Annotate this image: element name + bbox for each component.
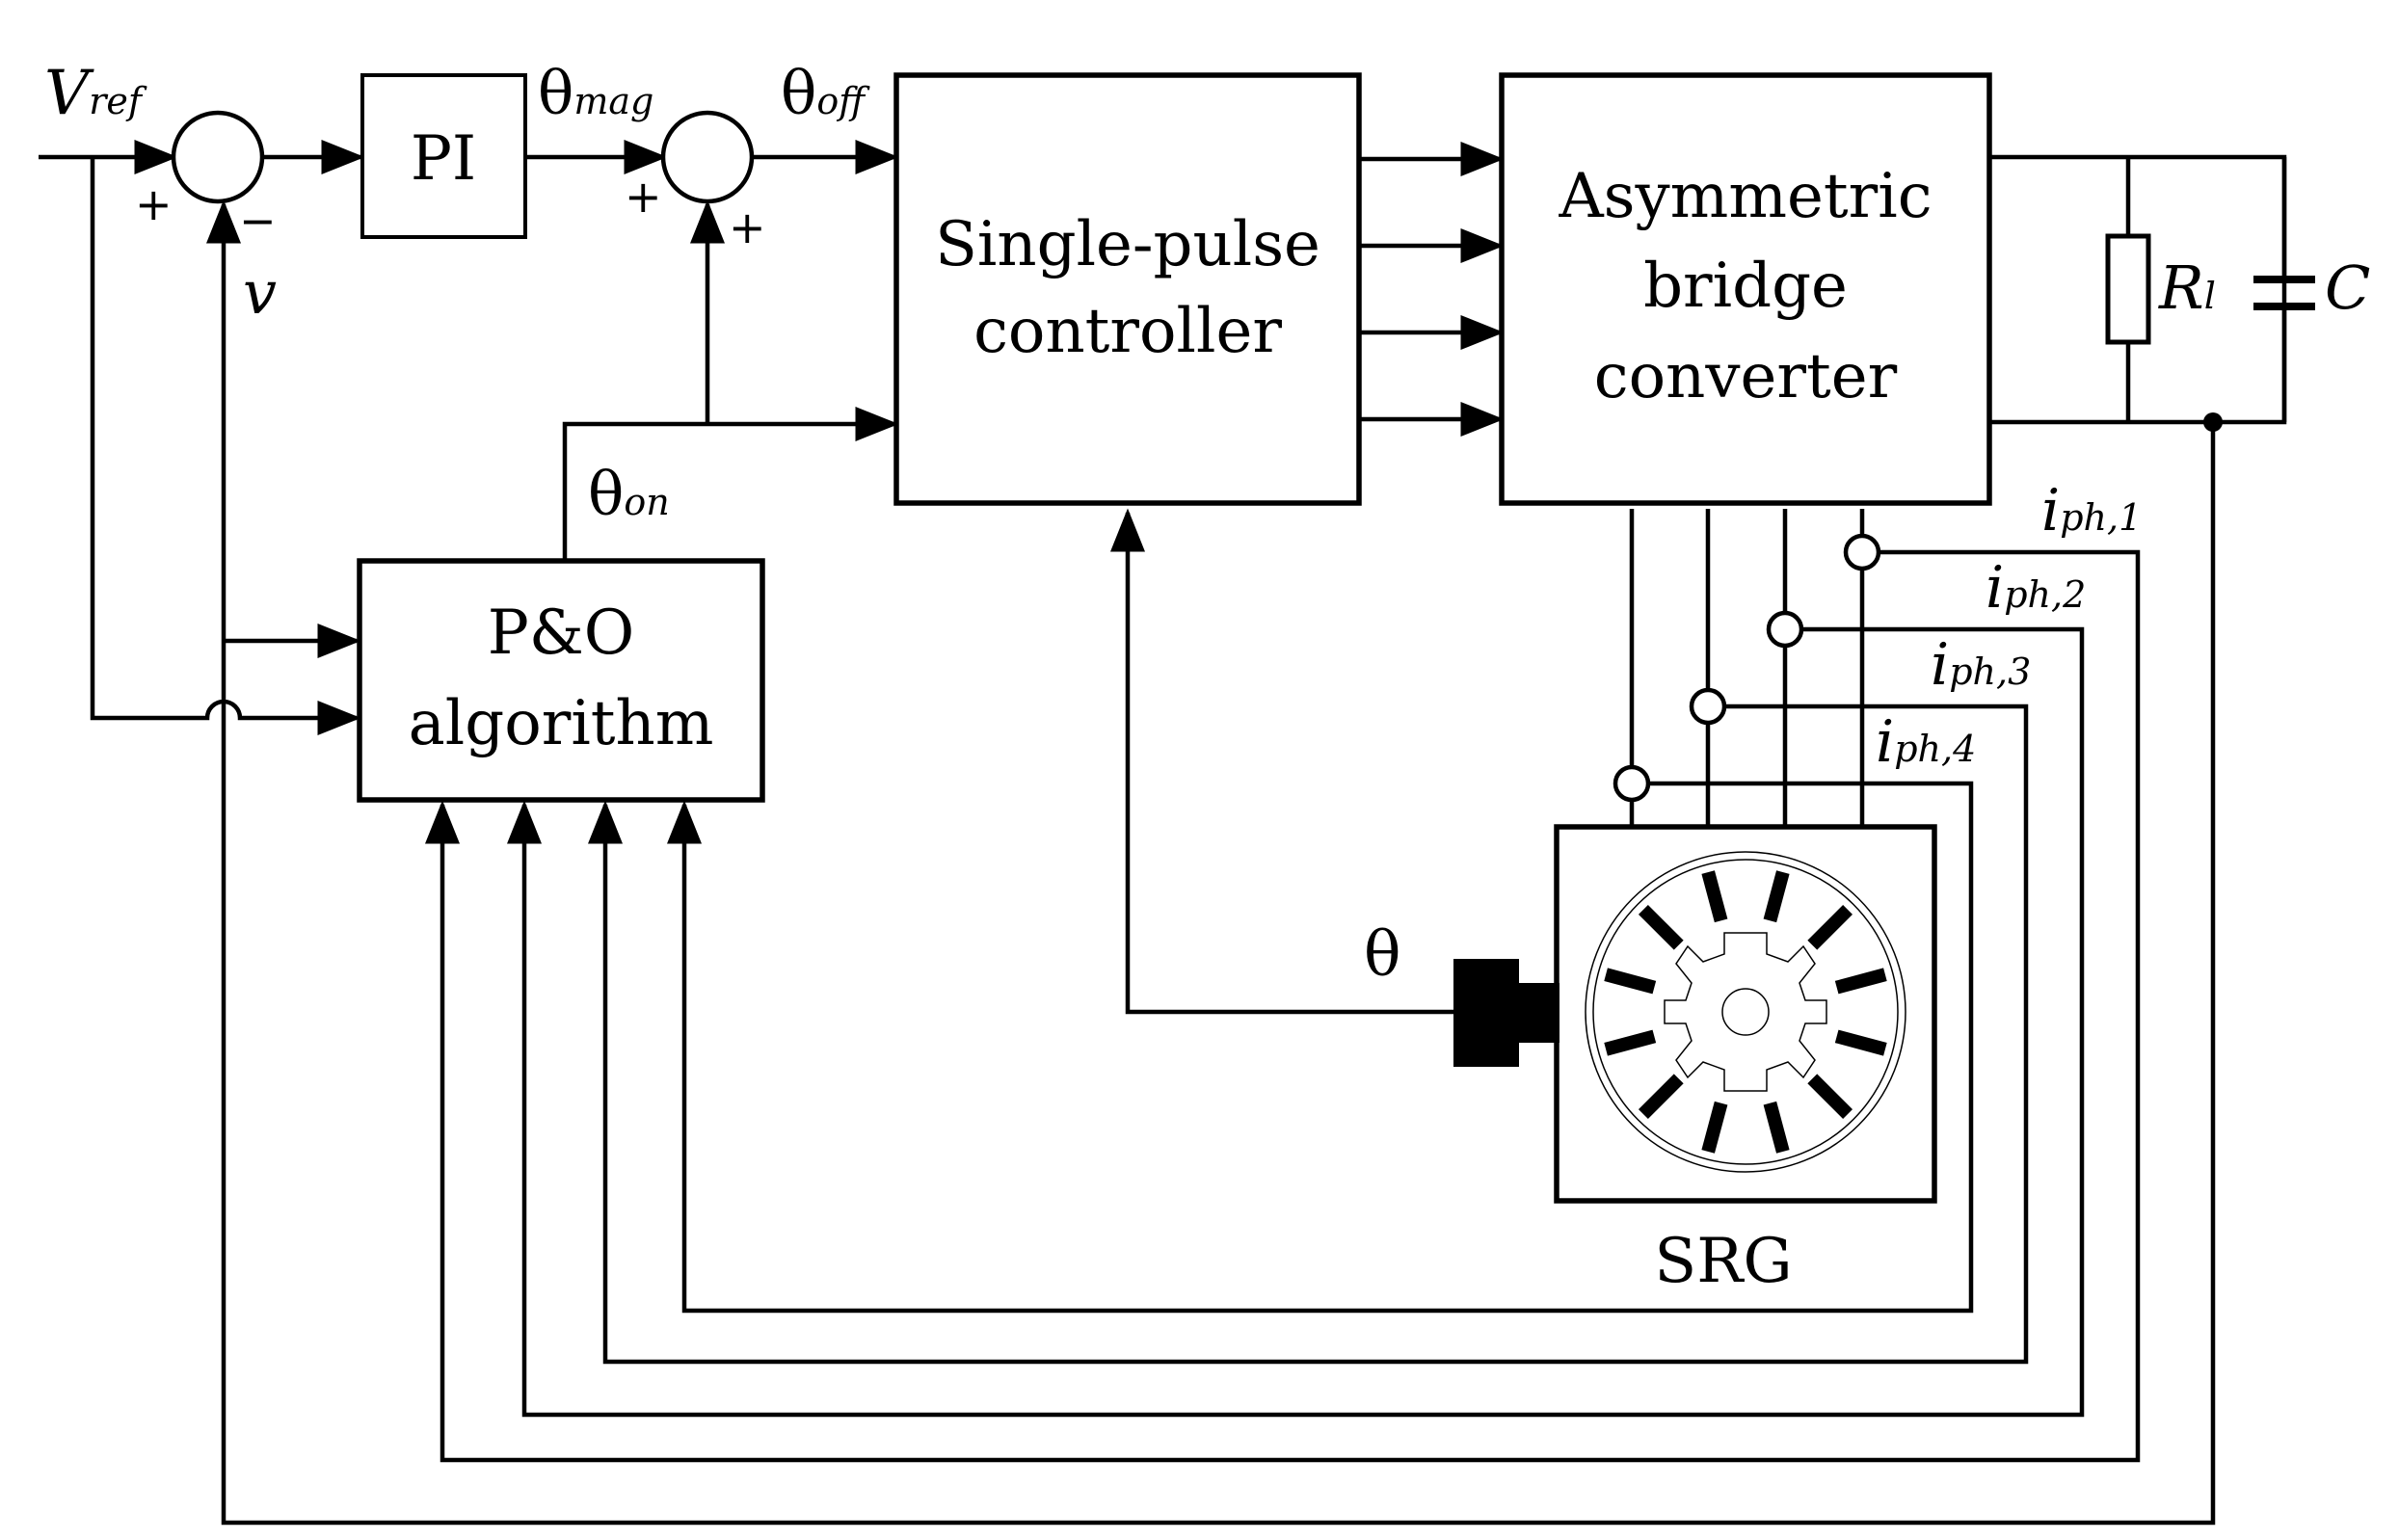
sum2-plus-sign-bottom: + (729, 201, 766, 253)
theta-mag-label: θmag (538, 58, 653, 128)
sum1-plus-sign: + (135, 178, 173, 230)
converter-label-2: bridge (1643, 251, 1848, 322)
po-algorithm-block (357, 558, 765, 803)
theta-off-label: θoff (781, 58, 870, 128)
srg-label: SRG (1654, 1226, 1792, 1297)
converter-label-3: converter (1594, 341, 1898, 412)
current-sensor-1 (1843, 533, 1881, 571)
iph1-label: iph,1 (2041, 477, 2142, 544)
speed-label: v (243, 257, 277, 328)
dc-capacitor (2253, 276, 2315, 310)
wire-theta-to-controller (1110, 508, 1455, 1015)
stator-tooth (1807, 904, 1853, 950)
summing-junction-angle (660, 110, 755, 204)
wire-iph4-feedback (667, 781, 1974, 1314)
sum1-minus-sign: − (239, 195, 277, 247)
dc-bus-junction-dot (2203, 412, 2223, 432)
stator-teeth (1604, 870, 1887, 1154)
wire-iph3-feedback (588, 704, 2029, 1365)
srg-motor-icon (1585, 851, 1906, 1173)
stator-tooth (1638, 1074, 1684, 1120)
pi-label: PI (411, 123, 476, 195)
wire-theta-on-to-controller (562, 407, 899, 559)
wire-speed-feedback (206, 199, 2216, 1526)
load-resistor-label: Rl (2158, 252, 2216, 323)
pi-block (360, 73, 527, 239)
current-sensor-3 (1689, 687, 1727, 726)
iph4-label: iph,4 (1876, 708, 1976, 776)
stator-tooth (1834, 968, 1887, 995)
theta-on-label: θon (588, 459, 670, 529)
iph2-label: iph,2 (1986, 554, 2086, 622)
single-pulse-controller-block (893, 72, 1362, 506)
iph3-label: iph,3 (1931, 631, 2031, 699)
stator-tooth (1701, 1101, 1728, 1154)
shaft-icon (1721, 988, 1770, 1036)
stator-tooth (1604, 1029, 1657, 1056)
stator-tooth (1701, 870, 1728, 923)
wire-dc-bus-top (1989, 154, 2287, 425)
po-label-1: P&O (488, 597, 635, 669)
stator-tooth (1638, 904, 1684, 950)
controller-label-1: Single-pulse (935, 209, 1320, 280)
load-resistor (2105, 233, 2151, 345)
stator-tooth (1604, 968, 1657, 995)
wire-iph2-feedback (507, 626, 2085, 1418)
asymmetric-bridge-converter-block (1499, 72, 1992, 506)
wire-iph1-feedback (425, 549, 2141, 1463)
po-label-2: algorithm (409, 688, 714, 759)
stator-tooth (1807, 1074, 1853, 1120)
stator-tooth (1834, 1029, 1887, 1056)
stator-tooth (1763, 1101, 1790, 1154)
encoder-theta-label: θ (1364, 919, 1401, 991)
current-sensor-2 (1766, 610, 1804, 649)
sum2-plus-sign-left: + (625, 171, 662, 223)
vref-label: Vref (44, 58, 147, 129)
current-sensor-4 (1613, 764, 1651, 803)
stator-tooth (1763, 870, 1790, 923)
summing-junction-speed (171, 110, 265, 204)
capacitor-label: C (2325, 252, 2370, 323)
controller-label-2: controller (973, 296, 1282, 367)
converter-label-1: Asymmetric (1558, 161, 1932, 232)
signal-wires (39, 140, 2287, 1526)
position-encoder (1453, 959, 1559, 1067)
